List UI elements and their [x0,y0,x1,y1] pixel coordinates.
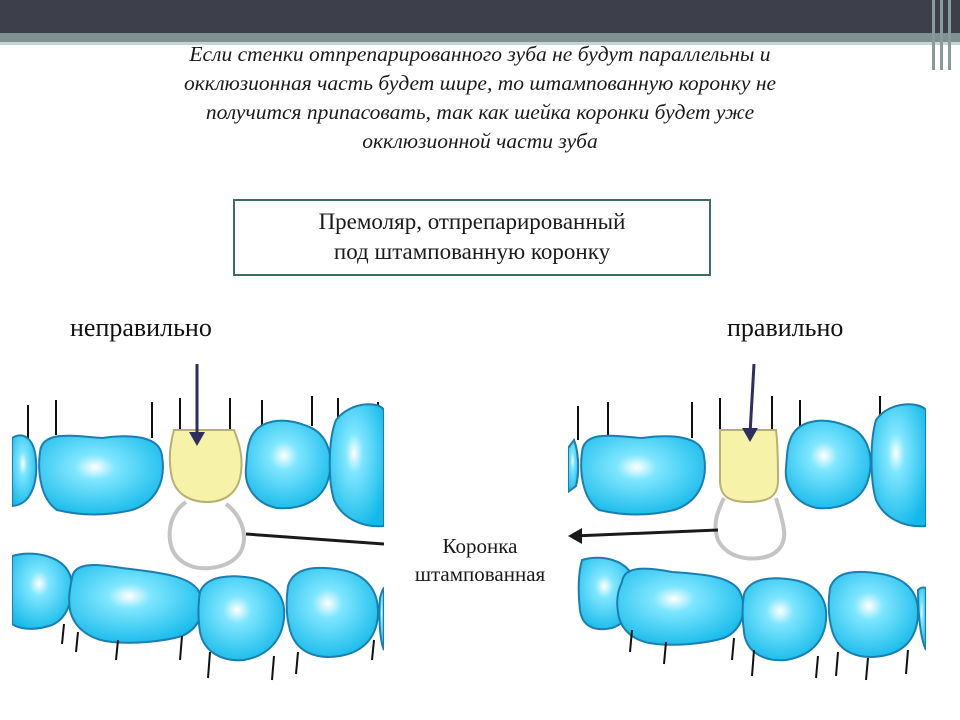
lower-tooth-5 [916,586,926,651]
lower-tooth-4 [285,566,380,658]
prepared-tooth-incorrect [168,429,243,504]
upper-tooth-1 [568,437,580,494]
arrow-down-head-right [742,428,758,442]
lower-tooth-3 [741,577,828,662]
upper-tooth-4 [328,403,384,528]
lower-tooth-1 [12,552,73,630]
top-stripe-light [0,42,960,45]
heading-line-1: Если стенки отпрепарированного зуба не б… [189,42,771,66]
lower-tooth-3 [197,575,286,662]
stamped-crown-correct [713,497,787,561]
prepared-tooth-correct [719,429,780,504]
stamped-crown-incorrect [167,500,247,571]
upper-tooth-2 [580,434,706,516]
illustration-correct [568,363,926,681]
label-correct: правильно [727,313,844,342]
lower-root-lines [629,629,909,681]
lower-root-lines [61,623,375,681]
heading-line-3: получится припасовать, так как шейка кор… [205,100,755,124]
upper-tooth-2 [38,434,164,516]
crown-label: Коронка штампованная [382,532,578,588]
upper-tooth-1 [12,434,38,508]
arrow-down-head-left [189,432,205,446]
arrow-left-head [568,528,582,544]
heading: Если стенки отпрепарированного зуба не б… [40,40,920,156]
caption-line-1: Премоляр, отпрепарированный [318,209,626,234]
heading-line-4: окклюзионной части зуба [362,129,598,153]
lower-tooth-2 [68,564,204,644]
heading-line-2: окклюзионная часть будет шире, то штампо… [183,71,777,95]
upper-tooth-3 [244,419,332,510]
lower-tooth-5 [378,586,384,651]
upper-tooth-3 [784,419,872,510]
lower-tooth-4 [827,570,920,658]
top-bar [0,0,960,33]
corner-decoration [924,0,960,70]
label-incorrect: неправильно [70,313,212,342]
top-stripe [0,33,960,42]
caption-box: Премоляр, отпрепарированный под штампова… [233,199,711,276]
caption-line-2: под штампованную коронку [333,239,611,264]
illustration-incorrect [12,364,384,681]
upper-tooth-4 [870,403,926,528]
crown-label-line-2: штампованная [414,562,546,586]
lower-tooth-2 [616,567,745,646]
crown-label-line-1: Коронка [442,534,518,558]
